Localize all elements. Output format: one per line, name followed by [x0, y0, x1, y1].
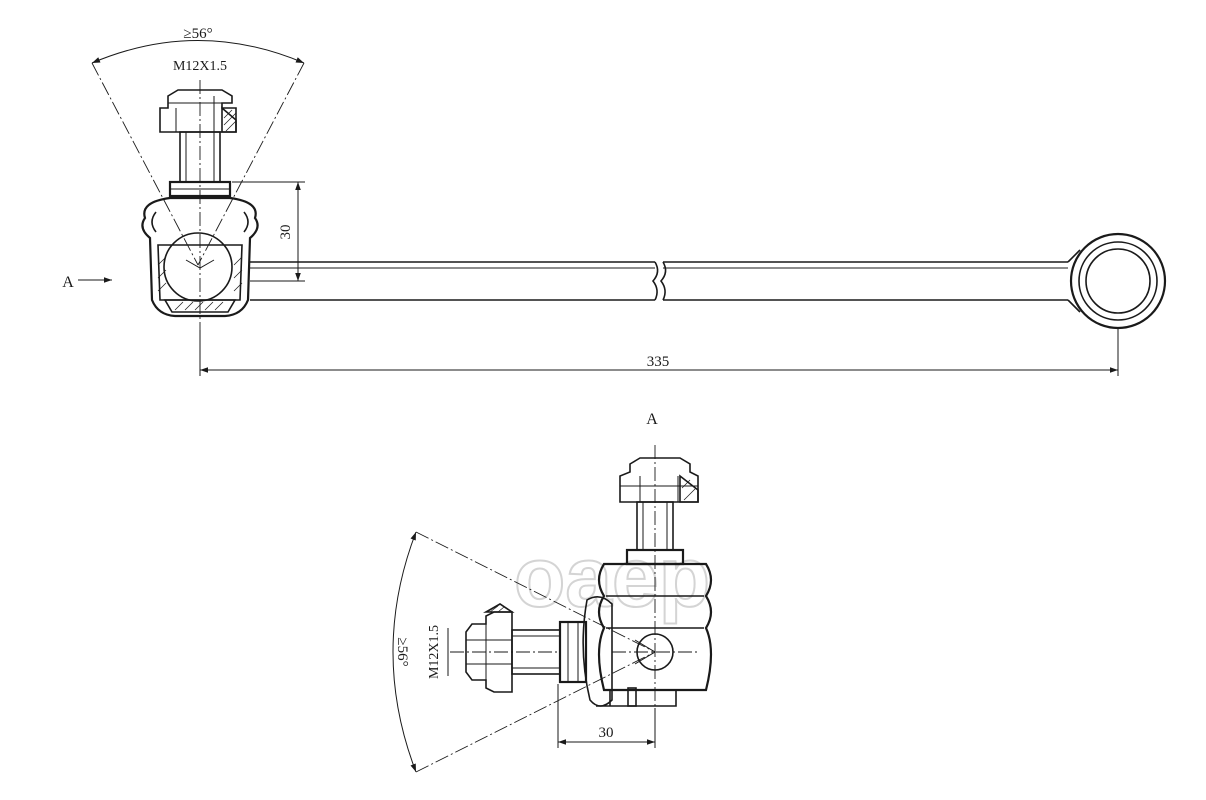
nut-view-a-horizontal [465, 603, 515, 693]
stud-top [168, 131, 232, 198]
view-a: A [392, 411, 713, 773]
thread-label-view-a: M12X1.5 [427, 625, 442, 679]
view-arrow: A [62, 274, 112, 291]
length-dimension: 335 [199, 328, 1119, 376]
nut-top [159, 89, 237, 133]
thread-label-top: M12X1.5 [173, 59, 227, 74]
view-a-title: A [646, 411, 658, 428]
ring-end [1067, 232, 1167, 330]
view-arrow-label: A [62, 274, 74, 291]
angle-label-top: ≥56° [183, 26, 212, 42]
ball-joint-housing-top [141, 196, 259, 318]
length-dim-label: 335 [647, 354, 670, 370]
link-rod [250, 261, 1068, 301]
stud-view-a-vertical [625, 501, 685, 566]
angle-label-view-a: ≥56° [394, 637, 410, 666]
height-dim-label: 30 [278, 225, 294, 240]
angle-dimension-top: ≥56° [91, 26, 305, 266]
top-view: ≥56° M12X1.5 [62, 26, 1167, 376]
housing-view-a [582, 562, 713, 707]
nut-view-a-vertical [619, 457, 699, 503]
height-dimension: 30 [232, 181, 305, 282]
angle-dimension-view-a: ≥56° [392, 531, 656, 773]
width-dim-label: 30 [599, 725, 614, 741]
width-dimension-view-a: 30 [557, 684, 656, 748]
